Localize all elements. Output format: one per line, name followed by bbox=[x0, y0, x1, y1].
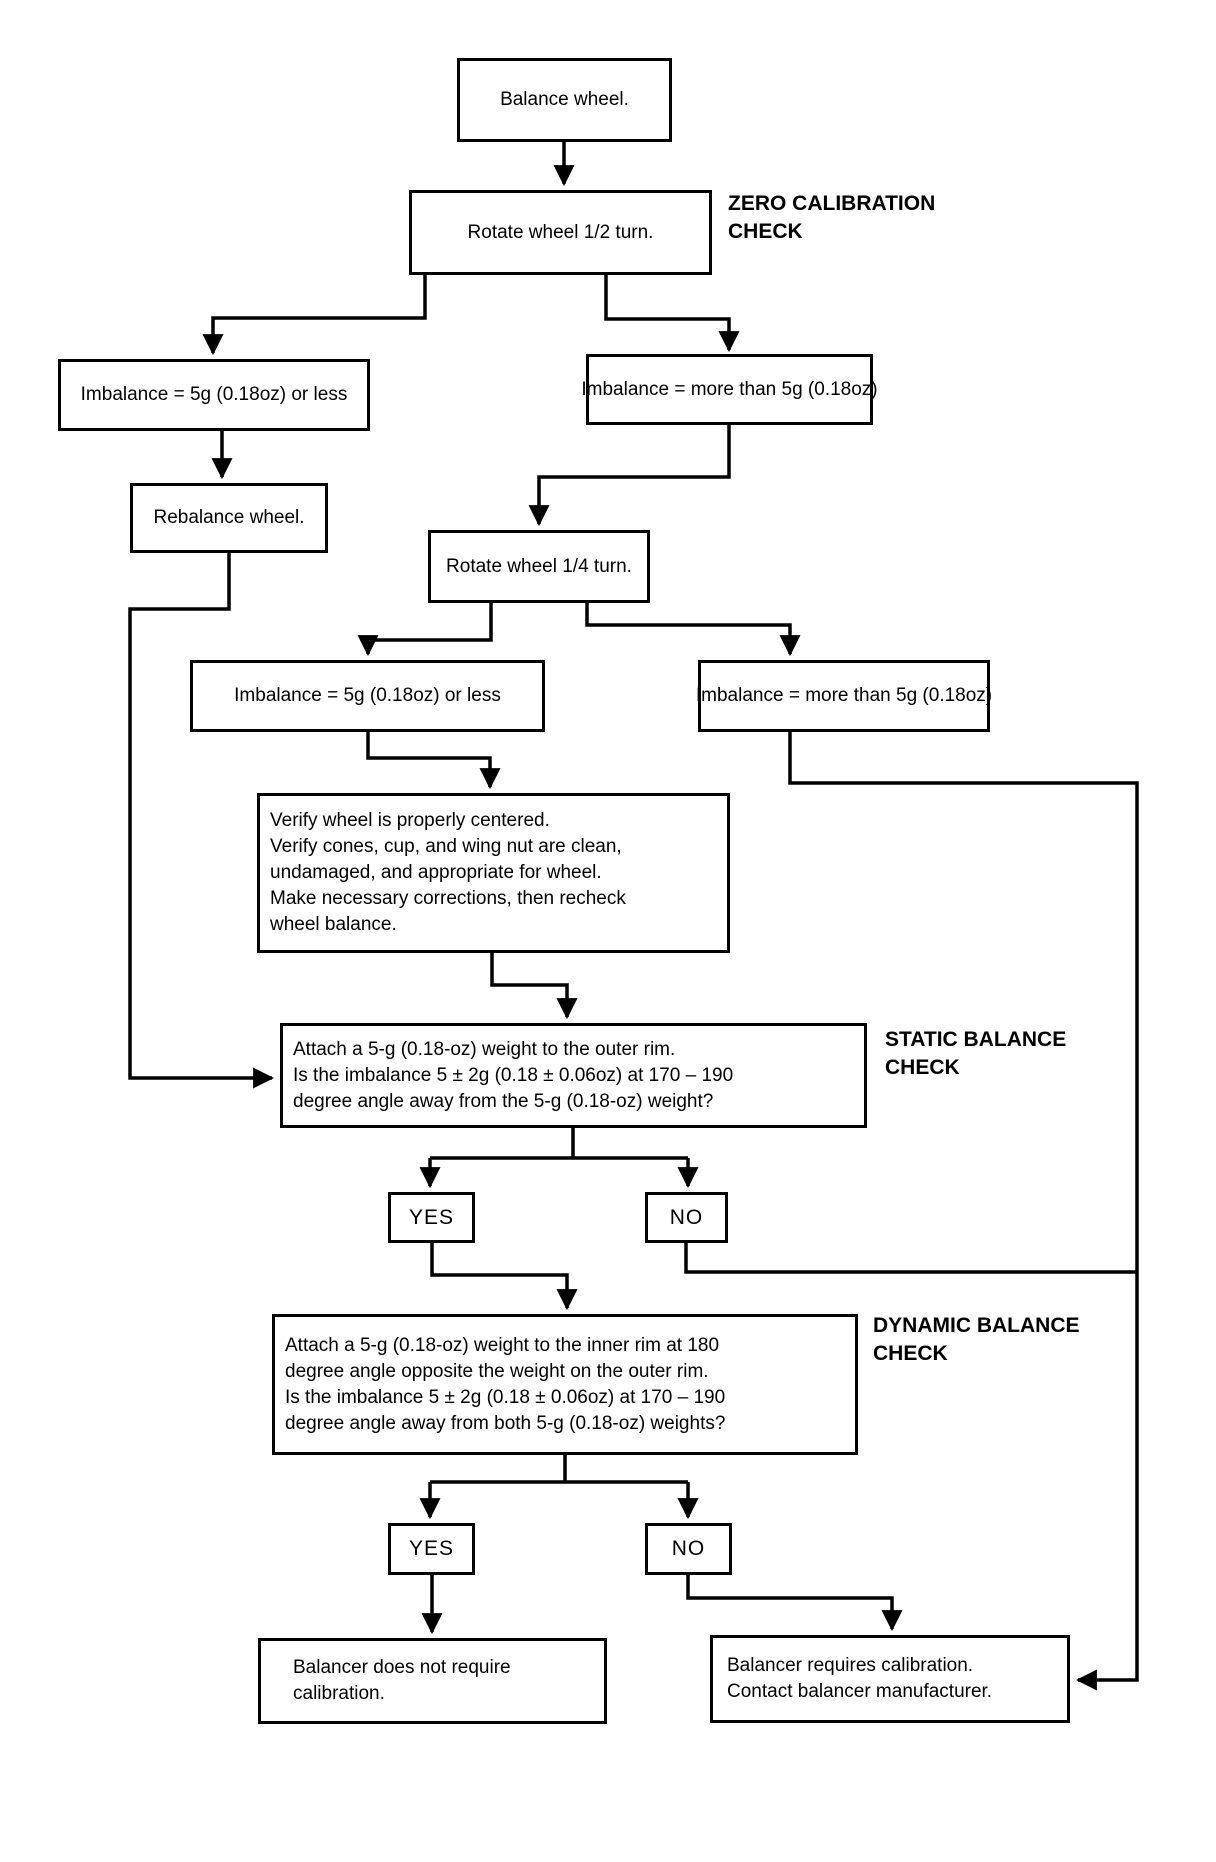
node-rotate-half-turn: Rotate wheel 1/2 turn. bbox=[409, 190, 712, 275]
connector-rebalance-to-static-check bbox=[128, 553, 275, 1089]
section-label-static-balance-line1: STATIC BALANCE bbox=[885, 1028, 1067, 1051]
node-dynamic-balance-question-line2: degree angle opposite the weight on the … bbox=[285, 1360, 709, 1382]
node-rotate-half-turn-label: Rotate wheel 1/2 turn. bbox=[467, 221, 654, 243]
section-label-dynamic-balance: DYNAMIC BALANCE CHECK bbox=[873, 1312, 1080, 1368]
node-no-static-label: NO bbox=[669, 1205, 704, 1229]
connector-imbalance-more-to-rotate-quarter bbox=[528, 425, 731, 527]
node-verify-wheel-line5: wheel balance. bbox=[270, 914, 397, 935]
node-imbalance-1-more-label: Imbalance = more than 5g (0.18oz) bbox=[581, 378, 878, 400]
node-yes-dynamic: YES bbox=[388, 1523, 475, 1575]
node-balance-wheel: Balance wheel. bbox=[457, 58, 672, 142]
node-dynamic-balance-question-line4: degree angle away from both 5-g (0.18-oz… bbox=[285, 1412, 726, 1434]
section-label-dynamic-balance-line2: CHECK bbox=[873, 1342, 948, 1365]
node-dynamic-balance-question-line1: Attach a 5-g (0.18-oz) weight to the inn… bbox=[285, 1334, 720, 1356]
connector-verify-to-static-check bbox=[490, 953, 578, 1020]
node-no-calibration-required-line2: calibration. bbox=[293, 1683, 385, 1704]
node-imbalance-2-less: Imbalance = 5g (0.18oz) or less bbox=[190, 660, 545, 732]
node-no-dynamic: NO bbox=[645, 1523, 732, 1575]
node-no-static: NO bbox=[645, 1192, 728, 1243]
connector-no-to-right-rail bbox=[684, 1243, 1137, 1274]
node-yes-dynamic-label: YES bbox=[408, 1537, 455, 1560]
node-no-calibration-required-line1: Balancer does not require bbox=[293, 1657, 511, 1678]
connector-rotate-half-to-imbalance-more bbox=[604, 275, 740, 353]
node-dynamic-balance-question: Attach a 5-g (0.18-oz) weight to the inn… bbox=[272, 1314, 858, 1455]
node-imbalance-2-more-label: Imbalance = more than 5g (0.18oz) bbox=[695, 685, 993, 706]
section-label-zero-calibration-line2: CHECK bbox=[728, 220, 803, 243]
node-rotate-quarter-turn-label: Rotate wheel 1/4 turn. bbox=[446, 555, 632, 577]
node-imbalance-1-more: Imbalance = more than 5g (0.18oz) bbox=[581, 354, 878, 425]
section-label-dynamic-balance-line1: DYNAMIC BALANCE bbox=[873, 1314, 1080, 1337]
node-no-dynamic-label: NO bbox=[671, 1537, 706, 1560]
node-imbalance-1-less: Imbalance = 5g (0.18oz) or less bbox=[58, 359, 370, 431]
node-rebalance-wheel: Rebalance wheel. bbox=[130, 483, 328, 553]
node-verify-wheel-line2: Verify cones, cup, and wing nut are clea… bbox=[270, 836, 622, 857]
node-imbalance-2-more: Imbalance = more than 5g (0.18oz) bbox=[695, 660, 993, 732]
node-requires-calibration: Balancer requires calibration. Contact b… bbox=[710, 1635, 1070, 1723]
connector-no-to-requires-calibration bbox=[686, 1575, 903, 1632]
section-label-zero-calibration: ZERO CALIBRATION CHECK bbox=[728, 190, 935, 246]
section-label-static-balance-line2: CHECK bbox=[885, 1056, 960, 1079]
node-no-calibration-required: Balancer does not require calibration. bbox=[258, 1638, 607, 1724]
connector-yes-to-dynamic-check bbox=[430, 1243, 578, 1311]
connector-imbalance2-less-to-verify bbox=[366, 732, 501, 790]
node-static-balance-question-line3: degree angle away from the 5-g (0.18-oz)… bbox=[293, 1090, 714, 1112]
node-verify-wheel-line1: Verify wheel is properly centered. bbox=[270, 810, 550, 831]
node-requires-calibration-line1: Balancer requires calibration. bbox=[727, 1655, 974, 1676]
node-rebalance-wheel-label: Rebalance wheel. bbox=[153, 507, 305, 528]
section-label-zero-calibration-line1: ZERO CALIBRATION bbox=[728, 192, 936, 215]
node-verify-wheel-line4: Make necessary corrections, then recheck bbox=[270, 888, 626, 909]
node-yes-static: YES bbox=[388, 1192, 475, 1243]
node-dynamic-balance-question-line3: Is the imbalance 5 ± 2g (0.18 ± 0.06oz) … bbox=[285, 1386, 726, 1408]
node-rotate-quarter-turn: Rotate wheel 1/4 turn. bbox=[428, 530, 650, 603]
node-static-balance-question-line1: Attach a 5-g (0.18-oz) weight to the out… bbox=[293, 1038, 676, 1060]
node-static-balance-question-line2: Is the imbalance 5 ± 2g (0.18 ± 0.06oz) … bbox=[293, 1064, 734, 1086]
section-label-static-balance: STATIC BALANCE CHECK bbox=[885, 1026, 1066, 1082]
node-requires-calibration-line2: Contact balancer manufacturer. bbox=[727, 1681, 993, 1702]
node-verify-wheel-line3: undamaged, and appropriate for wheel. bbox=[270, 862, 602, 883]
connector-rotate-quarter-to-imbalance2-less bbox=[357, 603, 493, 657]
node-imbalance-2-less-label: Imbalance = 5g (0.18oz) or less bbox=[234, 685, 501, 706]
connector-imbalance2-more-to-requires-calibration bbox=[788, 732, 1139, 1691]
connector-rotate-quarter-to-imbalance2-more bbox=[585, 603, 801, 657]
node-verify-wheel: Verify wheel is properly centered. Verif… bbox=[257, 793, 730, 953]
node-imbalance-1-less-label: Imbalance = 5g (0.18oz) or less bbox=[80, 384, 348, 405]
node-balance-wheel-label: Balance wheel. bbox=[500, 89, 629, 110]
connector-rotate-half-to-imbalance-less bbox=[202, 275, 427, 356]
node-static-balance-question: Attach a 5-g (0.18-oz) weight to the out… bbox=[280, 1023, 867, 1128]
node-yes-static-label: YES bbox=[408, 1205, 455, 1229]
